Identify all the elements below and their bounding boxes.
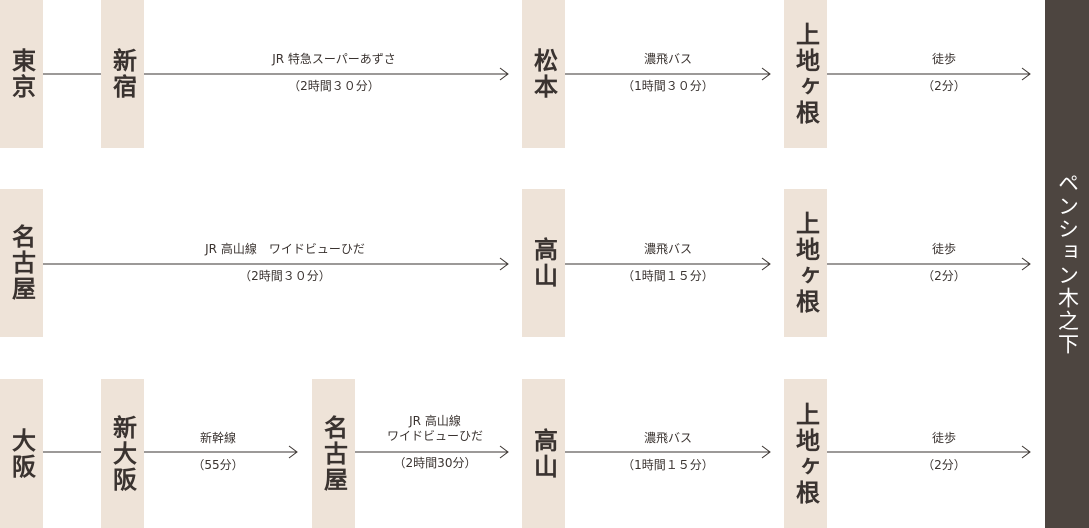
arrow-line [144,445,298,459]
arrow-head [1021,257,1031,271]
station-shinjuku: 新宿 [101,0,144,148]
arrow-head [1021,445,1031,459]
station-nagoya: 名古屋 [312,379,355,528]
arrow-head [499,67,509,81]
station-osaka: 大阪 [0,379,43,528]
segment-label: JR 特急スーパーあずさ （2時間３０分） [272,52,396,93]
route-lines [43,67,1031,459]
arrow-line [827,445,1031,459]
station-kamijigane: 上地ヶ根 [784,379,827,528]
station-kamijigane: 上地ヶ根 [784,189,827,337]
station-kamijigane: 上地ヶ根 [784,0,827,148]
segment-label: JR 高山線 ワイドビューひだ （2時間30分） [386,414,483,470]
arrow-line [827,67,1031,81]
segment-label: 濃飛バス （1時間１５分） [622,242,714,283]
segment-label: 徒歩 （2分） [922,52,966,93]
arrow-head [761,257,771,271]
segment-label: 徒歩 （2分） [922,242,966,283]
segment-label: 新幹線 （55分） [192,431,244,472]
arrow-head [1021,67,1031,81]
arrow-line [565,445,771,459]
arrow-line [827,257,1031,271]
station-shin-osaka: 新大阪 [101,379,144,528]
station-takayama: 高山 [522,189,565,337]
arrow-head [288,445,298,459]
segment-label: JR 高山線 ワイドビューひだ （2時間３０分） [205,242,365,283]
arrow-line [43,257,509,271]
arrow-line [565,67,771,81]
arrow-head [761,445,771,459]
arrow-line [565,257,771,271]
segment-label: 徒歩 （2分） [922,431,966,472]
arrow-head [499,445,509,459]
arrow-line [355,445,509,459]
station-takayama: 高山 [522,379,565,528]
station-nagoya: 名古屋 [0,189,43,337]
arrow-head [761,67,771,81]
arrow-head [499,257,509,271]
arrow-line [144,67,509,81]
station-tokyo: 東京 [0,0,43,148]
segment-label: 濃飛バス （1時間３０分） [622,52,714,93]
station-matsumoto: 松本 [522,0,565,148]
destination-pension-kinoshita: ペンション木之下 [1045,0,1089,528]
segment-label: 濃飛バス （1時間１５分） [622,431,714,472]
